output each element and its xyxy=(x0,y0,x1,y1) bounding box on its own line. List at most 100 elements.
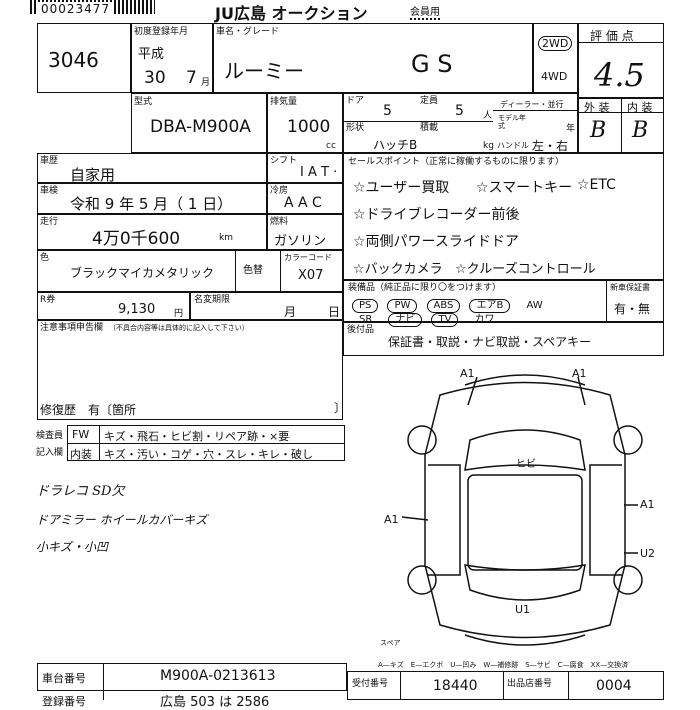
score-label: 評 価 点 xyxy=(590,29,634,43)
sales-point-4: ☆ドライブレコーダー前後 xyxy=(353,207,520,223)
mileage-value: 4万0千600 xyxy=(92,229,181,249)
equip-abs: ABS xyxy=(426,299,461,313)
model-label: 車名・グレード xyxy=(216,27,280,37)
lot-number: 3046 xyxy=(48,48,99,72)
model-box xyxy=(213,23,533,93)
registration-month: 7 xyxy=(186,68,197,88)
name-change-label: 名変期限 xyxy=(194,295,231,305)
new-car-label: 新車保証書 xyxy=(610,283,650,292)
equip-leather: カワ xyxy=(474,314,495,325)
diagram-mark-a1-right: A1 xyxy=(640,498,655,511)
shape-label: 形状 xyxy=(346,123,365,133)
name-change-box xyxy=(190,292,343,320)
registration-label: 初度登録年月 xyxy=(134,27,189,37)
sales-point-5: ☆両側パワースライドドア xyxy=(353,234,519,250)
diagram-mark-a1-front-right: A1 xyxy=(572,367,587,380)
displacement-value: 1000 xyxy=(287,117,331,137)
sales-points-box xyxy=(343,153,664,280)
equipment-label: 装備品（純正品に限り〇をつけます） xyxy=(348,283,502,293)
name-change-month: 月 xyxy=(284,305,297,319)
fuel-box xyxy=(267,214,343,250)
color-box xyxy=(37,250,343,292)
equip-ps: PS xyxy=(352,299,379,313)
ac-label: 冷房 xyxy=(270,186,289,196)
spec-box xyxy=(343,93,578,153)
name-change-day: 日 xyxy=(328,305,341,319)
load-label: 積載 xyxy=(420,123,439,133)
displacement-unit: cc xyxy=(326,141,336,151)
diagram-mark-crack: ヒビ xyxy=(516,458,536,470)
fw-label: FW xyxy=(72,428,90,441)
interior-score: B xyxy=(632,118,649,143)
recycle-unit: 円 xyxy=(174,309,184,319)
load-unit: kg xyxy=(483,141,494,151)
model-year-suffix: 年 xyxy=(566,124,576,134)
chassis-value: M900A-0213613 xyxy=(160,668,276,684)
handle-value: 左・右 xyxy=(532,139,569,153)
registration-number-label: 登録番号 xyxy=(42,695,86,708)
recycle-box xyxy=(37,292,190,320)
mileage-label: 走行 xyxy=(40,217,59,227)
after-parts-label: 後付品 xyxy=(347,325,375,335)
fw-text: キズ・飛石・ヒビ割・リペア跡・×要 xyxy=(104,430,290,443)
sales-point-7: ☆クルーズコントロール xyxy=(455,262,596,277)
fuel-value: ガソリン xyxy=(274,234,327,249)
equipment-row-1: PS PW ABS エアB AW xyxy=(352,293,554,313)
diagram-mark-u1-rear: U1 xyxy=(515,603,530,616)
drive-box xyxy=(533,23,578,93)
ac-value: A A C xyxy=(284,195,322,211)
after-parts-value: 保証書・取説・ナビ取説・スペアキー xyxy=(388,335,592,349)
capacity-label: 定員 xyxy=(420,96,439,106)
inspection-box xyxy=(37,183,267,214)
chassis-label: 車台番号 xyxy=(42,672,86,685)
equip-airbag: エアB xyxy=(469,299,511,313)
color-code-label: カラーコード xyxy=(284,253,332,262)
exhibitor-label: 出品店番号 xyxy=(507,679,553,689)
interior-check-label: 内装 xyxy=(70,448,92,461)
recycle-label: R券 xyxy=(40,295,56,305)
sales-points-label: セールスポイント（正常に稼働するものに限ります） xyxy=(348,157,565,167)
doors-label: ドア xyxy=(346,96,365,106)
auction-name: JU広島 オークション xyxy=(215,4,368,23)
capacity-value: 5 xyxy=(455,103,464,119)
mileage-box xyxy=(37,214,267,250)
handle-label: ハンドル xyxy=(497,141,529,150)
equip-aw: AW xyxy=(526,300,543,311)
registration-month-suffix: 月 xyxy=(201,78,211,88)
shape-value: ハッチB xyxy=(373,138,418,152)
notes-box xyxy=(37,320,343,420)
displacement-box xyxy=(267,93,343,153)
diagram-mark-a1-front-left: A1 xyxy=(460,367,475,380)
recycle-value: 9,130 xyxy=(118,302,156,317)
damage-legend: A—キズ E—エクボ U—凹み W—補修跡 S—サビ C—腐食 XX—交換済 xyxy=(378,661,629,669)
equip-pw: PW xyxy=(387,299,418,313)
handwritten-note-2: ドアミラー ホイールカバーキズ xyxy=(36,513,208,527)
registration-year: 30 xyxy=(144,68,166,88)
history-value: 自家用 xyxy=(70,166,116,184)
repair-history: 修復歴 有〔箇所 xyxy=(40,403,137,417)
score-box xyxy=(578,23,664,98)
sales-point-2: ☆スマートキー xyxy=(476,180,573,196)
diagram-mark-a1-left: A1 xyxy=(384,513,399,526)
model-year-label: モデル年式 xyxy=(498,114,526,130)
color-code: X07 xyxy=(298,268,324,283)
equipment-row-2: SR ナビ TV カワ xyxy=(352,307,506,327)
color-value: ブラックマイカメタリック xyxy=(70,266,215,280)
sales-point-1: ☆ユーザー買取 xyxy=(353,180,450,196)
equip-tv: TV xyxy=(431,313,459,327)
history-box xyxy=(37,153,267,183)
shift-value: I A T · xyxy=(300,165,338,180)
reception-value: 18440 xyxy=(433,678,478,694)
inspector-label-1: 検査員 xyxy=(36,431,64,441)
repair-bracket: 〕 xyxy=(334,401,347,415)
type-label: 型式 xyxy=(134,97,153,107)
drive-4wd: 4WD xyxy=(541,70,568,83)
shift-label: シフト xyxy=(270,156,298,166)
dealer-label: ディーラー・並行 xyxy=(500,100,564,109)
inspection-value: 令和 9 年 5 月（ 1 日） xyxy=(70,195,233,213)
ac-box xyxy=(267,183,343,214)
diagram-mark-u2-right: U2 xyxy=(640,547,655,560)
exhibitor-value: 0004 xyxy=(596,678,632,694)
interior-check-text: キズ・汚い・コゲ・穴・スレ・キレ・破し xyxy=(104,448,313,461)
equipment-box xyxy=(343,280,664,322)
